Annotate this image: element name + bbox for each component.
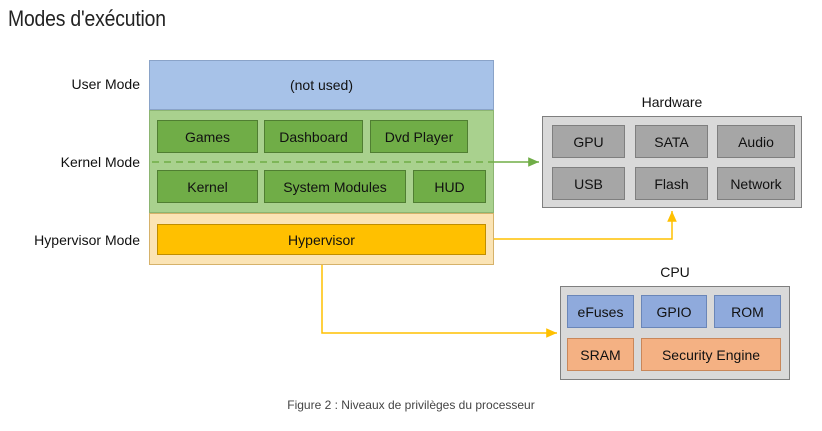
user-mode-content: (not used) bbox=[289, 77, 354, 93]
cpu-efuses: eFuses bbox=[567, 295, 634, 328]
hypervisor-to-cpu-arrow bbox=[321, 265, 557, 338]
cpu-sram: SRAM bbox=[567, 338, 634, 371]
cpu-security-engine: Security Engine bbox=[641, 338, 781, 371]
dvd-player-box: Dvd Player bbox=[370, 120, 468, 153]
games-box: Games bbox=[157, 120, 258, 153]
hardware-usb: USB bbox=[552, 167, 625, 200]
user-mode-band bbox=[149, 60, 494, 110]
page-title: Modes d'exécution bbox=[8, 6, 166, 31]
cpu-rom: ROM bbox=[714, 295, 781, 328]
hardware-flash: Flash bbox=[635, 167, 708, 200]
hardware-network: Network bbox=[717, 167, 795, 200]
dashboard-box: Dashboard bbox=[264, 120, 363, 153]
hud-box: HUD bbox=[413, 170, 486, 203]
hypervisor-box: Hypervisor bbox=[157, 224, 486, 255]
cpu-gpio: GPIO bbox=[641, 295, 707, 328]
hardware-gpu: GPU bbox=[552, 125, 625, 158]
kernel-box: Kernel bbox=[157, 170, 258, 203]
hypervisor-mode-label: Hypervisor Mode bbox=[34, 232, 140, 248]
system-modules-box: System Modules bbox=[264, 170, 406, 203]
kernel-mode-label: Kernel Mode bbox=[60, 154, 140, 170]
hardware-audio: Audio bbox=[717, 125, 795, 158]
cpu-title: CPU bbox=[660, 264, 690, 280]
hardware-title: Hardware bbox=[641, 94, 703, 110]
user-mode-label: User Mode bbox=[71, 76, 140, 92]
hypervisor-to-hardware-arrow bbox=[494, 211, 677, 240]
figure-caption: Figure 2 : Niveaux de privilèges du proc… bbox=[287, 398, 535, 412]
hardware-sata: SATA bbox=[635, 125, 708, 158]
